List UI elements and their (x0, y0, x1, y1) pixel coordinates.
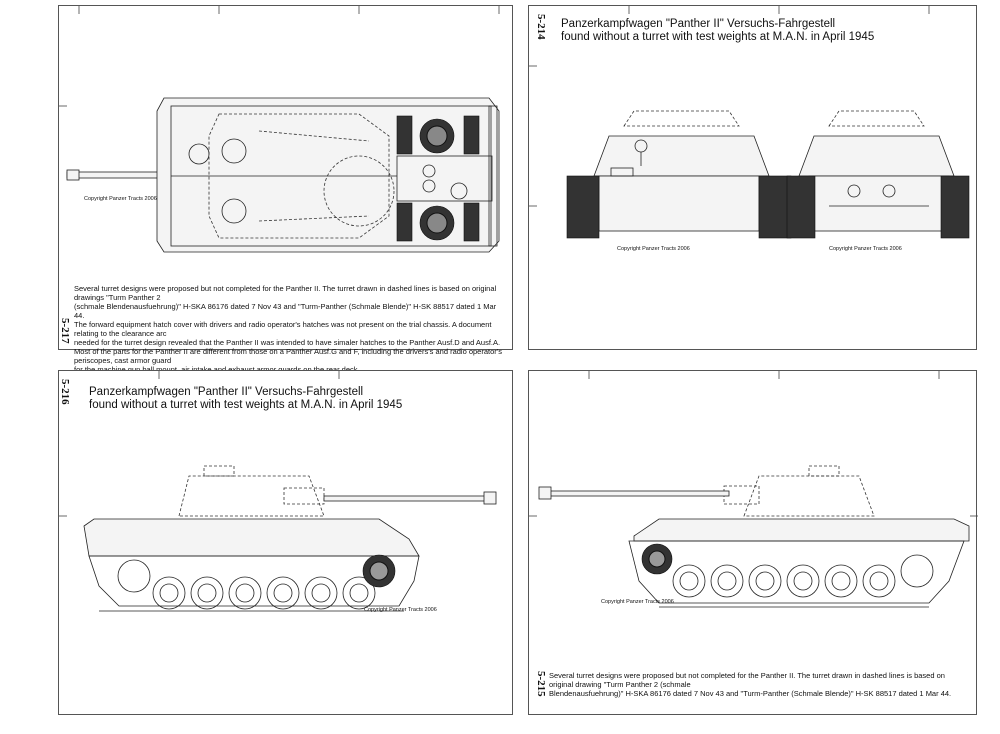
tank-front-rear-views-drawing (529, 6, 970, 239)
copyright-note-rear: Copyright Panzer Tracts 2006 (829, 246, 902, 252)
page-number: 5-215 (535, 671, 547, 697)
tank-right-side-view-drawing (529, 371, 978, 608)
page-top-left: 5-217 Copyright (58, 5, 513, 374)
page-number: 5-217 (59, 318, 71, 344)
tank-left-side-view-drawing (59, 371, 497, 612)
page-top-right: 5-214 Panzerkampfwagen "Panther II" Vers… (528, 5, 977, 350)
tank-top-view-drawing (59, 6, 500, 253)
copyright-note: Copyright Panzer Tracts 2006 (84, 196, 157, 202)
caption-text: Several turret designs were proposed but… (74, 284, 502, 374)
page-title: Panzerkampfwagen "Panther II" Versuchs-F… (561, 18, 875, 43)
copyright-note-front: Copyright Panzer Tracts 2006 (617, 246, 690, 252)
page-bottom-right: Copyright Panzer Tracts 2006 Several tur… (528, 370, 978, 715)
page-title: Panzerkampfwagen "Panther II" Versuchs-F… (89, 386, 403, 411)
copyright-note: Copyright Panzer Tracts 2006 (364, 607, 437, 613)
page-bottom-left: 5-216 Panzerkampfwagen "Panther II" Vers… (58, 370, 513, 715)
caption-text: Several turret designs were proposed but… (549, 671, 952, 698)
copyright-note: Copyright Panzer Tracts 2006 (601, 599, 674, 605)
